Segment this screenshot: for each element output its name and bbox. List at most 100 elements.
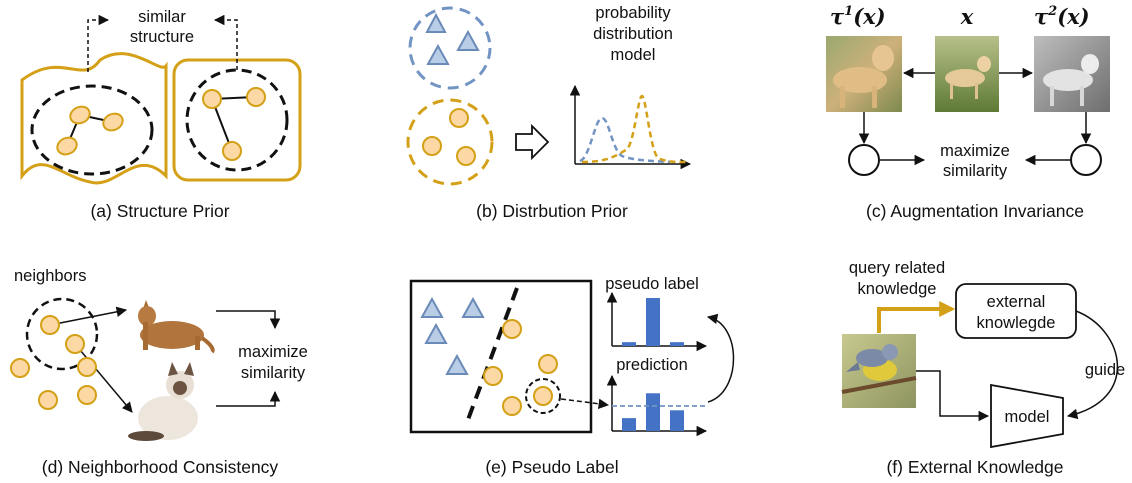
sample-node [77, 357, 97, 377]
similarity-bracket-bottom [216, 390, 281, 407]
panel-distribution-prior: probability distribution model (b) Distr… [406, 4, 692, 221]
query-arrow [877, 301, 956, 333]
prediction-title: prediction [616, 356, 688, 374]
similarity-label-c: similarity [943, 162, 1008, 180]
triangle-sample [424, 322, 448, 344]
query-sample-boundary [525, 378, 561, 414]
similar-structure-label-2: structure [130, 28, 194, 46]
triangle-sample [461, 296, 485, 318]
external-label-1: external [987, 293, 1046, 311]
hollow-arrow [515, 123, 550, 161]
prob-label-3: model [611, 46, 656, 64]
query-label-1: query related [849, 259, 945, 277]
neighbor-node [65, 334, 85, 354]
circle-sample [449, 108, 469, 128]
embedding-node-right [1070, 144, 1102, 176]
triangle-sample [445, 353, 469, 375]
node [69, 105, 91, 125]
original-dog-image [935, 36, 999, 112]
circle-sample [456, 146, 476, 166]
warped-manifold [20, 52, 168, 185]
triangle-sample [426, 43, 450, 65]
similarity-connector [213, 14, 238, 70]
structure-boundary-right [185, 68, 289, 172]
prediction-bar [622, 418, 636, 431]
decision-boundary [464, 287, 519, 426]
node [246, 87, 266, 107]
maximize-label-c: maximize [940, 142, 1010, 160]
abyssinian-cat-image [138, 300, 215, 354]
density-curve-triangles [579, 116, 671, 164]
model-trapezoid [990, 383, 1064, 449]
augmented-dog-image-1 [826, 36, 902, 112]
similarity-connector [87, 14, 110, 72]
node [222, 141, 242, 161]
model-label: model [1005, 408, 1050, 426]
sample-node [38, 390, 58, 410]
panel-pseudo-label: pseudo label prediction (e) Pseudo Label [409, 275, 735, 477]
circle-sample [538, 354, 558, 374]
circle-sample [422, 136, 442, 156]
similarity-label-d: similarity [241, 364, 306, 382]
neighbor-node [40, 315, 60, 335]
panel-neighborhood-consistency: neighbors maximize similarity [10, 267, 308, 477]
query-label-2: knowledge [858, 280, 937, 298]
prediction-arrow [560, 398, 610, 410]
similarity-bracket-top [216, 310, 281, 330]
triangle-sample [456, 29, 480, 51]
circle-sample [502, 396, 522, 416]
circle-sample [502, 319, 522, 339]
x-label: x [960, 4, 974, 29]
triangle-sample [425, 12, 447, 33]
structure-boundary-left [30, 84, 154, 176]
augmented-dog-image-2 [1034, 36, 1110, 112]
embedding-node-left [848, 144, 880, 176]
caption-b: (b) Distrbution Prior [476, 201, 628, 221]
guide-label: guide [1085, 361, 1125, 379]
caption-a: (a) Structure Prior [90, 201, 229, 221]
caption-c: (c) Augmentation Invariance [866, 201, 1084, 221]
sample-node [10, 358, 30, 378]
prob-label-1: probability [595, 4, 671, 22]
ragdoll-cat-image [128, 362, 198, 441]
tau2-label: τ2(x) [1034, 4, 1090, 29]
bird-image [841, 334, 917, 408]
regular-space [172, 58, 302, 182]
circle-sample [533, 386, 553, 406]
prob-label-2: distribution [593, 25, 673, 43]
caption-f: (f) External Knowledge [886, 457, 1063, 477]
neighborhood-boundary [25, 297, 99, 371]
maximize-label-d: maximize [238, 343, 308, 361]
cat-arrow-1 [49, 306, 128, 326]
density-curve-circles [581, 94, 687, 164]
triangle-cluster [408, 6, 492, 90]
node [56, 136, 78, 156]
node [202, 89, 222, 109]
caption-d: (d) Neighborhood Consistency [42, 457, 279, 477]
pseudo-label-title: pseudo label [605, 275, 699, 293]
image-to-model-arrow [916, 370, 990, 422]
sample-node [77, 385, 97, 405]
panel-augmentation-invariance: τ1(x) x τ2(x) [826, 4, 1110, 221]
neighbors-label: neighbors [14, 267, 86, 285]
caption-e: (e) Pseudo Label [485, 457, 618, 477]
panel-external-knowledge: query related knowledge external knowleg… [841, 259, 1125, 477]
feature-space-box [409, 279, 593, 434]
panel-structure-prior: similar structure (a) Structure Prior [20, 8, 302, 221]
feedback-loop-arrow [706, 313, 735, 403]
circle-sample [483, 366, 503, 386]
triangle-sample [420, 296, 444, 318]
circle-cluster [406, 98, 494, 186]
pseudo-label-bar [622, 342, 636, 346]
pseudo-label-bar [646, 298, 660, 346]
prediction-bar [646, 393, 660, 431]
node [102, 112, 124, 132]
tau1-label: τ1(x) [830, 4, 886, 29]
cat-arrow-2 [74, 343, 133, 413]
external-label-2: knowlegde [977, 314, 1056, 332]
prediction-bar [670, 410, 684, 431]
pseudo-label-bar [670, 342, 684, 346]
guide-arrow [1066, 310, 1119, 420]
similar-structure-label-1: similar [138, 8, 186, 26]
